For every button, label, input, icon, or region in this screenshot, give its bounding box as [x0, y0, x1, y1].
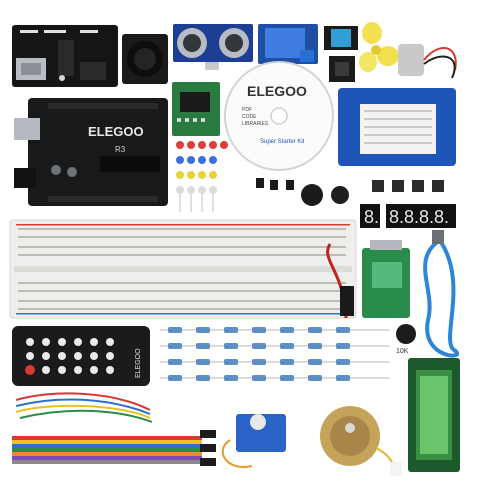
board-brand-label: ELEGOO	[88, 124, 144, 139]
stepper-motor	[320, 406, 402, 476]
microcontroller-board: ELEGOO R3	[14, 98, 168, 206]
jumper-wires	[12, 392, 216, 466]
ir-remote: ELEGOO	[12, 326, 150, 386]
board-model-label: R3	[115, 145, 126, 154]
potentiometer: 10K	[396, 324, 416, 355]
cd-line-2: CODE	[242, 114, 257, 120]
cd-line-3: LIBRARIES	[242, 121, 269, 127]
servo-motor	[221, 414, 286, 469]
relay-module	[258, 24, 318, 64]
pot-label: 10K	[396, 348, 409, 355]
stepper-driver-board	[172, 82, 220, 136]
transistors-and-buzzer	[256, 178, 349, 206]
usb-cable	[423, 230, 459, 358]
tutorial-cd: ELEGOO PDF CODE LIBRARIES Super Starter …	[224, 61, 334, 171]
joystick-module	[122, 34, 168, 84]
seven-segment-displays: 8. 8.8.8.8.	[360, 204, 456, 228]
pushbuttons	[372, 180, 444, 192]
fan-blade-and-dc-motor	[359, 22, 457, 79]
remote-brand-label: ELEGOO	[135, 348, 142, 378]
nine-volt-battery	[326, 240, 410, 319]
single-digit-display: 8.	[364, 207, 379, 227]
resistor-assortment	[160, 327, 390, 381]
cd-brand-label: ELEGOO	[247, 83, 307, 99]
cd-line-1: PDF	[242, 107, 252, 113]
lcd-display-module	[408, 358, 460, 472]
ultrasonic-sensor	[173, 24, 253, 70]
power-supply-module	[12, 25, 118, 87]
prototype-shield	[338, 88, 456, 166]
temperature-humidity-sensor	[324, 26, 358, 82]
led-assortment	[176, 141, 228, 212]
cd-title-label: Super Starter Kit	[260, 139, 305, 145]
four-digit-display: 8.8.8.8.	[389, 207, 449, 227]
breadboard	[9, 219, 357, 319]
